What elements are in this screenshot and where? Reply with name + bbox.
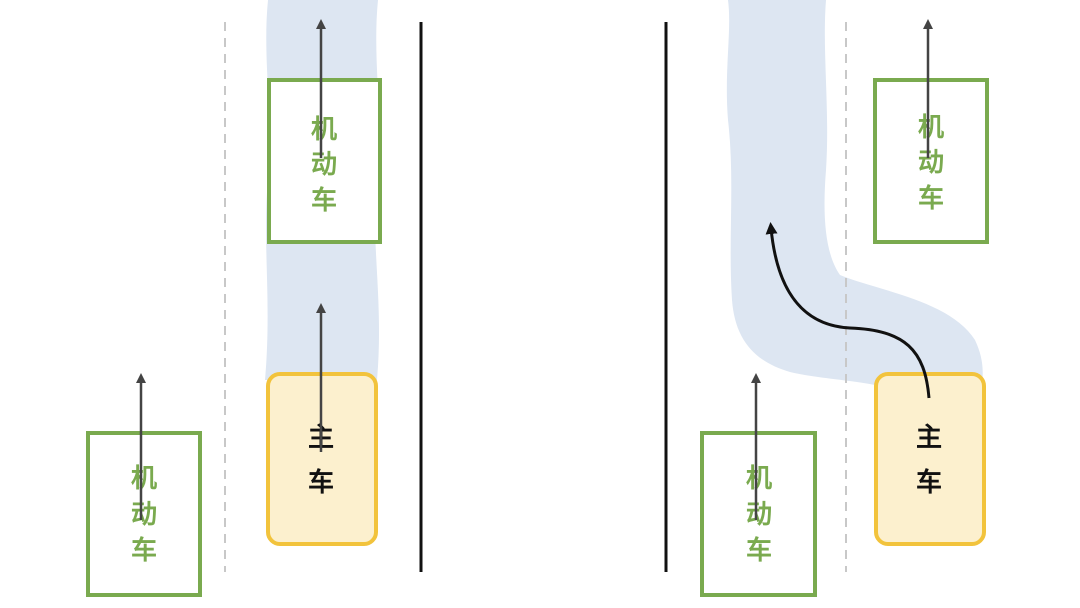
vehicle-label-char: 动	[746, 500, 772, 530]
other-vehicle: 机 动 车	[873, 19, 989, 244]
ego-vehicle: 主 车	[266, 303, 378, 546]
vehicle-label-char: 机	[918, 113, 944, 143]
vehicle-label-char: 车	[916, 467, 942, 498]
vehicle-label-char: 车	[131, 535, 157, 566]
lane-change-arrow	[765, 222, 931, 399]
vehicle-label-char: 机	[131, 464, 157, 494]
vehicle-label-char: 动	[918, 148, 944, 178]
vehicle-label-char: 动	[131, 500, 157, 530]
ego-vehicle: 主 车	[874, 372, 986, 546]
other-vehicle: 机 动 车	[700, 373, 817, 597]
other-vehicle: 机 动 车	[267, 19, 382, 244]
vehicle-label-char: 机	[311, 115, 337, 145]
vehicle-label-char: 车	[746, 535, 772, 566]
vehicle-label-char: 车	[311, 185, 337, 216]
other-vehicle: 机 动 车	[86, 373, 202, 597]
scene-left: 机 动 车 机 动 车 主 车	[86, 0, 423, 597]
vehicle-label-char: 车	[918, 183, 944, 214]
scene-right: 机 动 车 机 动 车 主 车	[664, 0, 989, 597]
path-band-right	[726, 0, 983, 385]
vehicle-label-char: 动	[311, 150, 337, 180]
vehicle-label-char: 机	[746, 464, 772, 494]
vehicle-label-char: 主	[916, 423, 942, 453]
vehicle-label-char: 车	[308, 467, 334, 498]
